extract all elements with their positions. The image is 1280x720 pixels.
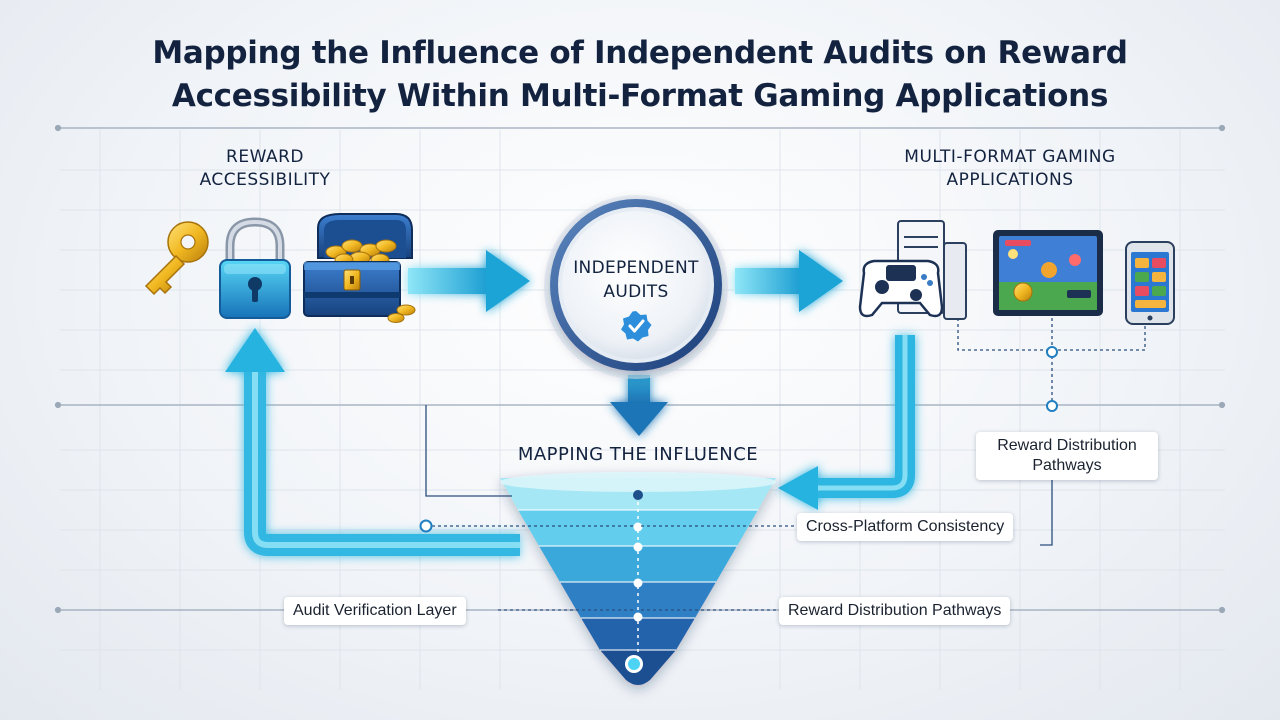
arrow-left-to-audits	[408, 250, 530, 312]
independent-audits-node	[544, 195, 728, 379]
reward-accessibility-line2: ACCESSIBILITY	[199, 170, 331, 190]
smartphone-icon	[1125, 241, 1175, 325]
key-icon	[144, 221, 209, 296]
callout-reward-distribution-top: Reward Distribution Pathways	[976, 432, 1158, 480]
arrow-audits-to-platforms	[735, 250, 843, 312]
tablet-game-icon	[993, 230, 1103, 316]
diagram-title-line2: Accessibility Within Multi-Format Gaming…	[171, 78, 1109, 114]
multi-format-gaming-line2: APPLICATIONS	[946, 170, 1074, 190]
callout-reward-distribution-bottom: Reward Distribution Pathways	[779, 597, 1011, 625]
funnel-title: MAPPING THE INFLUENCE	[517, 444, 759, 465]
independent-audits-label: INDEPENDENT AUDITS	[546, 256, 726, 304]
callout-rdp-line2: Pathways	[1032, 457, 1102, 474]
callout-rdp-line1: Reward Distribution	[997, 437, 1137, 454]
diagram-title-line1: Mapping the Influence of Independent Aud…	[152, 35, 1128, 71]
multi-format-gaming-label: MULTI-FORMAT GAMING APPLICATIONS	[872, 146, 1148, 192]
callout-audit-verification: Audit Verification Layer	[284, 597, 466, 625]
reward-accessibility-label: REWARD ACCESSIBILITY	[170, 146, 360, 192]
verified-check-badge-icon	[621, 311, 652, 342]
multi-format-gaming-line1: MULTI-FORMAT GAMING	[904, 147, 1116, 167]
independent-audits-line1: INDEPENDENT	[573, 258, 699, 278]
callout-cross-platform: Cross-Platform Consistency	[797, 513, 1014, 541]
feedback-loop-arrow	[225, 328, 520, 556]
independent-audits-line2: AUDITS	[603, 282, 669, 302]
funnel-center-dots	[625, 490, 643, 673]
treasure-chest-icon	[303, 213, 416, 323]
platform-feedback-arrow	[778, 335, 915, 510]
reward-accessibility-line1: REWARD	[226, 147, 304, 167]
padlock-icon	[219, 217, 291, 319]
console-controller-icon	[858, 220, 967, 320]
arrow-audits-to-funnel	[610, 375, 668, 436]
connector-lines	[419, 306, 1146, 611]
